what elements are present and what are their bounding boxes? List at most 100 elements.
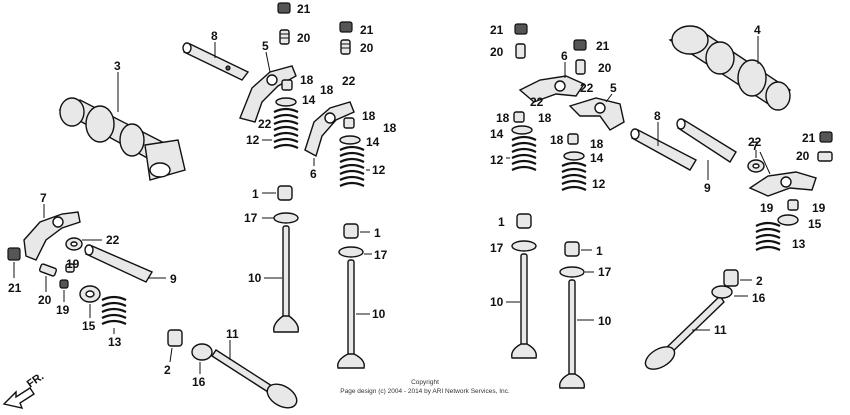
adjusting-screw-right-20c[interactable]	[817, 151, 833, 162]
adjusting-screw-left-20b[interactable]	[340, 39, 351, 55]
valve-spring-left-13[interactable]	[101, 295, 127, 325]
callout-r21c: 21	[802, 131, 816, 145]
callout-1a: 1	[252, 187, 259, 201]
callout-r18b: 18	[538, 111, 552, 125]
spring-seat-left-17a[interactable]	[273, 212, 299, 224]
callout-r13: 13	[792, 237, 806, 251]
callout-18a: 18	[300, 73, 314, 87]
callout-r7: 7	[752, 139, 759, 153]
spring-seat-right-16[interactable]	[711, 285, 733, 299]
retainer-right-14a[interactable]	[511, 125, 533, 135]
retainer-left-14b[interactable]	[339, 135, 361, 145]
rocker-arm-left-7[interactable]	[23, 211, 81, 261]
valve-left-10b[interactable]	[337, 259, 365, 369]
callout-22c: 22	[106, 233, 120, 247]
valve-left-11[interactable]	[211, 349, 301, 413]
lock-nut-left-21a[interactable]	[277, 2, 291, 14]
retainer-right-15[interactable]	[777, 214, 799, 226]
callout-21: 21	[297, 2, 311, 16]
front-direction-label: FR.	[25, 370, 46, 390]
rocker-arm-right-5[interactable]	[568, 97, 625, 131]
rocker-shaft-left-9[interactable]	[84, 244, 154, 283]
callout-20b: 20	[360, 41, 374, 55]
callout-22b: 22	[258, 117, 272, 131]
adjusting-screw-left-20a[interactable]	[279, 29, 290, 45]
cotter-left-19a[interactable]	[65, 263, 75, 273]
callout-4: 4	[754, 23, 761, 37]
valve-guide-left-2[interactable]	[167, 329, 183, 347]
callout-1b: 1	[374, 226, 381, 240]
washer-right-22c[interactable]	[747, 159, 765, 173]
callout-3: 3	[114, 59, 121, 73]
cotter-right-19a[interactable]	[787, 199, 799, 211]
spring-seat-right-17a[interactable]	[511, 240, 537, 252]
valve-seal-right-1b[interactable]	[564, 241, 580, 257]
spring-seat-left-16[interactable]	[191, 343, 213, 361]
callout-14a: 14	[302, 93, 316, 107]
callout-21c: 21	[8, 281, 22, 295]
callout-r18c: 18	[550, 133, 564, 147]
washer-left-22c[interactable]	[65, 237, 83, 251]
leader-2	[169, 347, 173, 363]
valve-right-10b[interactable]	[559, 279, 585, 389]
rocker-arm-right-6[interactable]	[518, 75, 586, 103]
retainer-left-14a[interactable]	[275, 97, 297, 107]
lock-nut-right-21a[interactable]	[514, 23, 528, 35]
retainer-right-14b[interactable]	[563, 151, 585, 161]
callout-11: 11	[226, 327, 239, 341]
camshaft-left[interactable]	[58, 97, 186, 181]
cotter-left-18c[interactable]	[343, 117, 355, 129]
callout-r19a: 19	[760, 201, 774, 215]
callout-19b: 19	[56, 303, 70, 317]
callout-r11: 11	[714, 323, 727, 337]
valve-spring-right-13[interactable]	[755, 221, 781, 251]
callout-r18d: 18	[590, 137, 604, 151]
rocker-shaft-right-9[interactable]	[676, 118, 737, 163]
callout-r5: 5	[610, 81, 617, 95]
cotter-left-19b[interactable]	[59, 279, 69, 289]
valve-spring-left-12b[interactable]	[339, 145, 365, 187]
retainer-left-15[interactable]	[79, 285, 101, 303]
valve-guide-right-2[interactable]	[723, 269, 739, 287]
valve-spring-left-12a[interactable]	[273, 107, 299, 149]
callout-18b: 18	[320, 83, 334, 97]
callout-12b: 12	[372, 163, 386, 177]
callout-r17a: 17	[490, 241, 504, 255]
rocker-arm-left-6[interactable]	[304, 101, 355, 158]
adjusting-screw-right-20a[interactable]	[515, 43, 526, 59]
spring-seat-left-17b[interactable]	[338, 246, 364, 258]
valve-seal-left-1b[interactable]	[343, 223, 359, 239]
camshaft-right[interactable]	[668, 25, 792, 111]
cotter-right-18a[interactable]	[513, 111, 525, 123]
lock-nut-left-21b[interactable]	[339, 21, 353, 33]
valve-seal-right-1a[interactable]	[516, 213, 532, 229]
rocker-shaft-left-8[interactable]	[182, 42, 250, 81]
callout-21b: 21	[360, 23, 374, 37]
rocker-shaft-right-8[interactable]	[630, 128, 697, 171]
valve-right-11[interactable]	[642, 294, 725, 374]
spring-seat-right-17b[interactable]	[559, 266, 585, 278]
adjusting-screw-left-20c[interactable]	[38, 263, 58, 277]
leader-5	[265, 51, 271, 73]
rocker-arm-right-7[interactable]	[748, 171, 817, 197]
callout-r17b: 17	[598, 265, 612, 279]
rocker-arm-left-5[interactable]	[239, 65, 297, 123]
lock-nut-right-21b[interactable]	[573, 39, 587, 51]
lock-nut-left-21c[interactable]	[7, 247, 21, 261]
callout-15: 15	[82, 319, 96, 333]
valve-left-10a[interactable]	[273, 225, 299, 333]
callout-r1a: 1	[498, 215, 505, 229]
callout-8: 8	[211, 29, 218, 43]
cotter-left-18a[interactable]	[281, 79, 293, 91]
valve-spring-right-12a[interactable]	[511, 135, 537, 171]
valve-seal-left-1a[interactable]	[277, 185, 293, 201]
lock-nut-right-21c[interactable]	[819, 131, 833, 143]
cotter-right-18c[interactable]	[567, 133, 579, 145]
valve-spring-right-12b[interactable]	[561, 161, 587, 191]
callout-r2: 2	[756, 274, 763, 288]
valve-right-10a[interactable]	[511, 253, 537, 359]
callout-r8: 8	[654, 109, 661, 123]
callout-10a: 10	[248, 271, 262, 285]
callout-r22b: 22	[530, 95, 544, 109]
adjusting-screw-right-20b[interactable]	[575, 59, 586, 75]
